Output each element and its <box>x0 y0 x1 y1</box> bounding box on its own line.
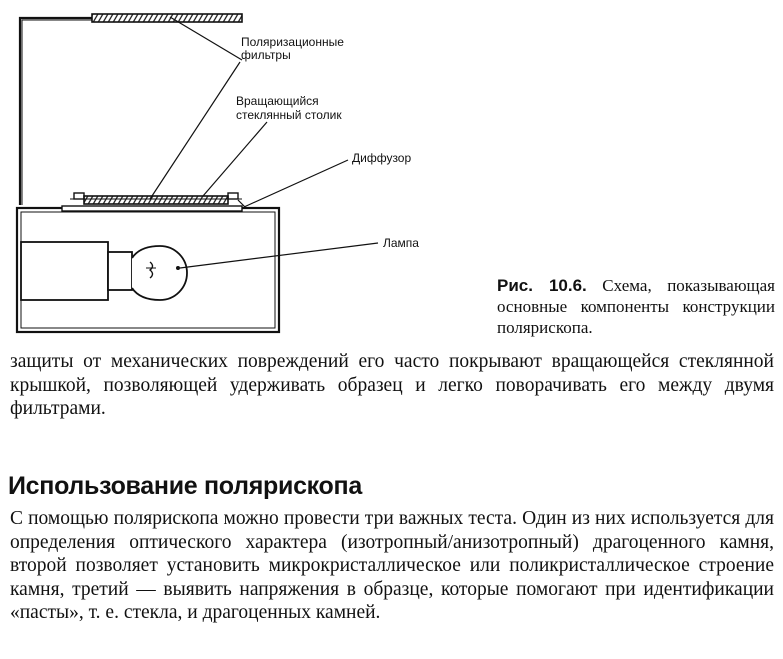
upper-polarizing-filter <box>91 13 243 23</box>
label-polarizing-filters-line1: Поляризационные <box>241 35 344 49</box>
lid <box>18 13 243 205</box>
body-paragraph: защиты от механических повреждений его ч… <box>10 351 774 419</box>
diffuser <box>61 205 243 212</box>
label-polarizing-filters-line2: фильтры <box>241 48 291 62</box>
label-diffuser: Диффузор <box>352 151 411 165</box>
section-heading: Использование полярископа <box>8 472 362 500</box>
lamp <box>20 241 188 301</box>
figure-caption: Рис. 10.6. Схема, показывающая основные … <box>497 275 775 338</box>
label-lamp: Лампа <box>383 236 419 250</box>
rotating-glass-table <box>70 192 242 205</box>
caption-number: Рис. 10.6. <box>497 276 587 295</box>
label-rotating-table-line1: Вращающийся <box>236 94 319 108</box>
body-paragraph: С помощью полярископа можно провести три… <box>10 508 774 623</box>
caption-text: Схема, показывающая основные компоненты … <box>497 276 775 337</box>
label-rotating-table-line2: стеклянный столик <box>236 108 342 122</box>
leader-lines <box>149 16 379 269</box>
